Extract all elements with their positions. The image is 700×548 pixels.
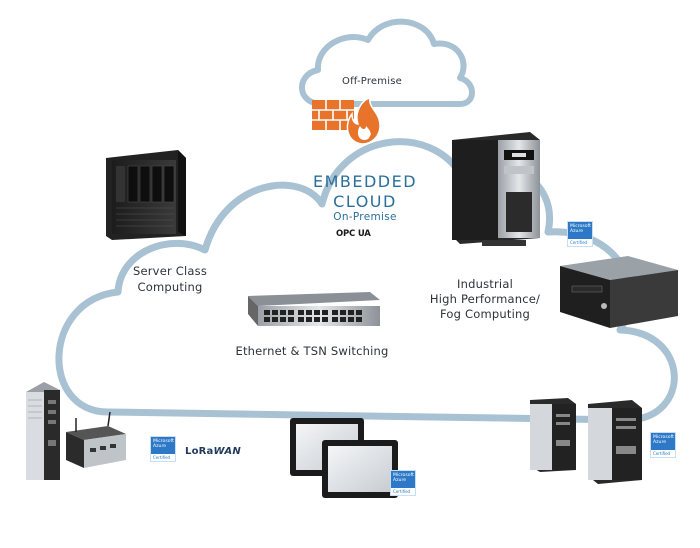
box-pc-icon	[26, 382, 60, 480]
on-premise-label: On-Premise	[333, 211, 397, 223]
azure-badge-line1: Microsoft	[653, 435, 674, 440]
lorawan-lo: Lo	[185, 446, 199, 457]
azure-badge-line2: Azure	[153, 444, 167, 450]
off-premise-cloud-outline	[299, 18, 475, 107]
azure-badge-cert: Certified	[151, 454, 175, 461]
lorawan-logo: LoRaWAN	[185, 446, 241, 457]
tower-server-icon	[452, 132, 540, 246]
ethernet-label: Ethernet & TSN Switching	[235, 344, 389, 358]
azure-badge: Microsoft Azure Certified	[390, 470, 416, 496]
cloud-title: CLOUD	[333, 192, 397, 211]
industrial-label-line3: Fog Computing	[440, 307, 530, 321]
server-class-label-line1: Server Class	[132, 264, 208, 278]
azure-badge-cert: Certified	[391, 488, 415, 495]
lorawan-wan: WAN	[213, 446, 241, 457]
iot-gateway-icon	[66, 411, 126, 468]
panel-pc-icon	[290, 418, 398, 498]
industrial-label-line2: High Performance/	[429, 292, 541, 306]
azure-badge-line2: Azure	[393, 478, 407, 484]
embedded-title: EMBEDDED	[312, 172, 418, 191]
rackmount-chassis-icon	[560, 256, 678, 328]
server-rack-icon	[106, 150, 186, 240]
azure-badge: Microsoft Azure Certified	[150, 436, 176, 462]
azure-badge-line2: Azure	[570, 229, 584, 235]
lorawan-ra: Ra	[198, 446, 214, 457]
opc-ua-logo: OPC UA	[336, 229, 371, 239]
azure-badge-cert: Certified	[651, 450, 675, 457]
azure-badge: Microsoft Azure Certified	[567, 221, 593, 247]
server-class-label-line2: Computing	[137, 280, 203, 294]
azure-badge-cert: Certified	[568, 239, 592, 246]
network-switch-icon	[248, 292, 380, 326]
azure-badge: Microsoft Azure Certified	[650, 432, 676, 458]
off-premise-label: Off-Premise	[342, 76, 402, 87]
firewall-icon	[312, 96, 381, 145]
box-pc-pair-icon	[530, 398, 642, 484]
industrial-label-line1: Industrial	[457, 277, 513, 291]
azure-badge-line2: Azure	[653, 440, 667, 446]
azure-badge-line1: Microsoft	[570, 224, 591, 229]
azure-badge-line1: Microsoft	[393, 473, 414, 478]
azure-badge-line1: Microsoft	[153, 439, 174, 444]
